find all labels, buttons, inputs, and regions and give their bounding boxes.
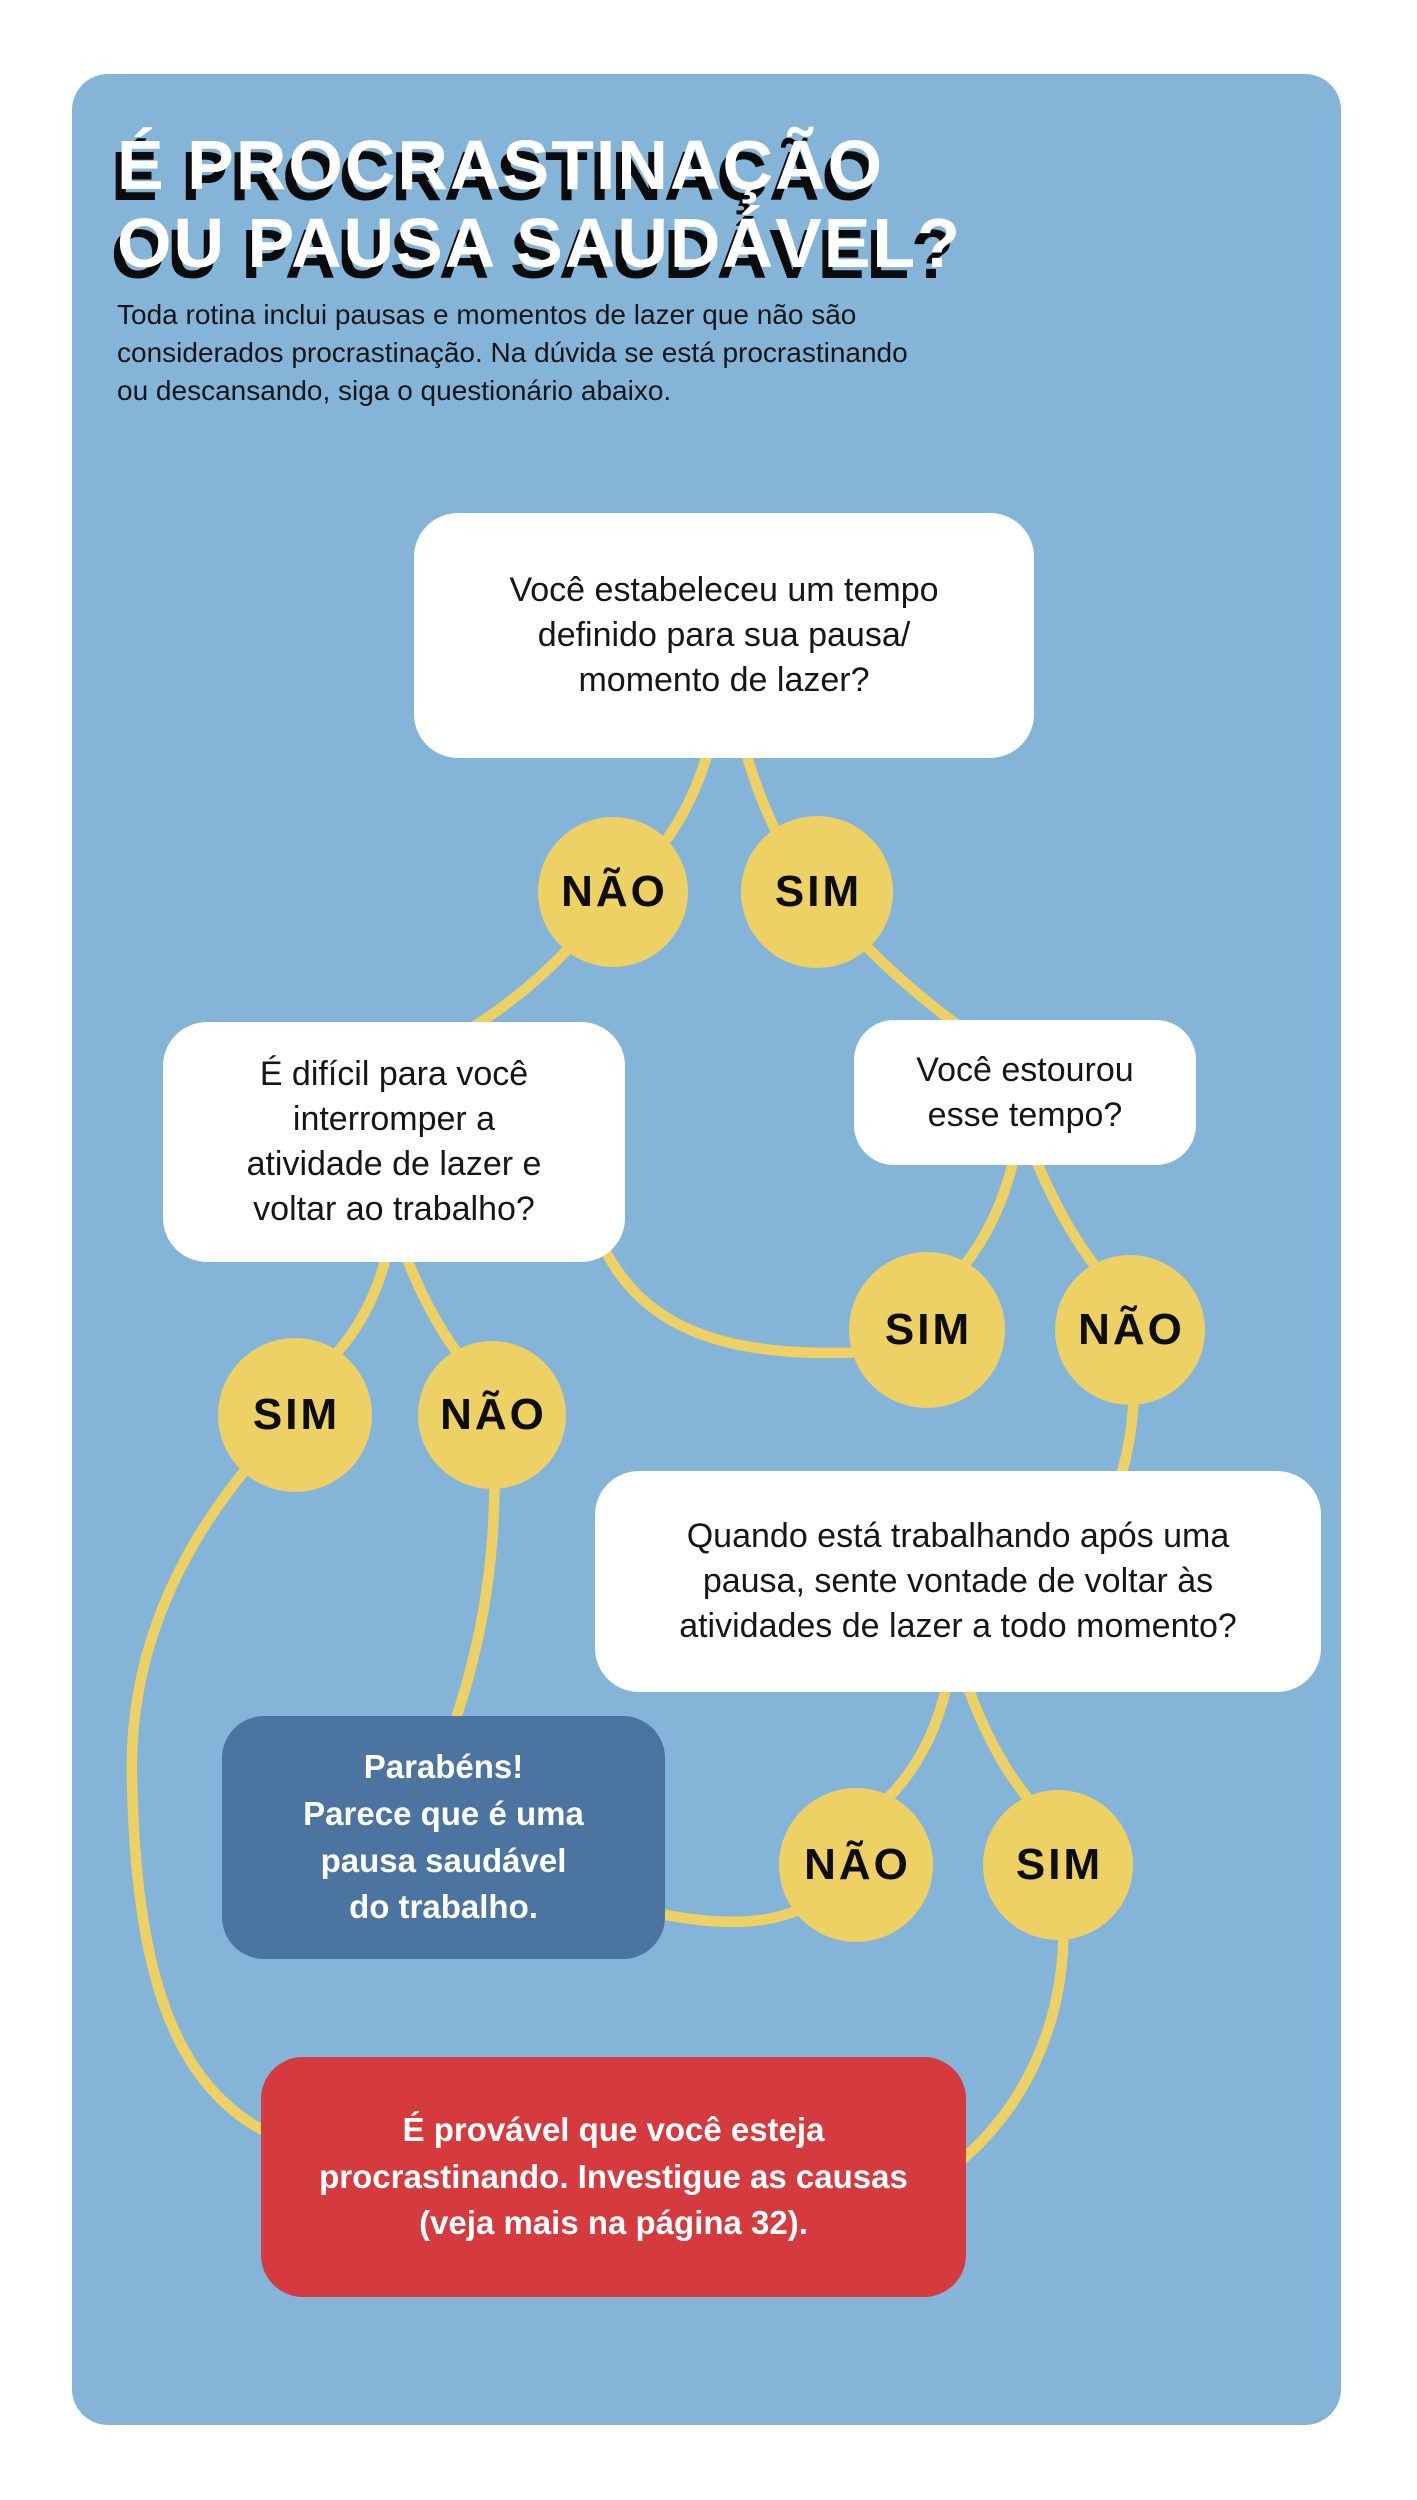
page-title: É PROCRASTINAÇÃO OU PAUSA SAUDÁVEL? [117, 126, 962, 283]
result-text: Parabéns! Parece que é uma pausa saudáve… [303, 1747, 584, 1926]
question-box-set-time: Você estabeleceu um tempo definido para … [414, 513, 1034, 758]
intro-text: Toda rotina inclui pausas e momentos de … [117, 299, 908, 407]
answer-circle-yes-4: SIM [983, 1790, 1133, 1940]
question-box-hard-to-stop: É difícil para você interromper a ativid… [163, 1022, 625, 1262]
question-box-urge-to-return: Quando está trabalhando após uma pausa, … [595, 1471, 1321, 1692]
question-text: Você estourou esse tempo? [916, 1050, 1134, 1134]
question-text: Você estabeleceu um tempo definido para … [509, 571, 939, 699]
answer-circle-no-1: NÃO [538, 817, 688, 967]
result-box-healthy-break: Parabéns! Parece que é uma pausa saudáve… [222, 1716, 665, 1959]
question-text: É difícil para você interromper a ativid… [246, 1055, 542, 1228]
answer-circle-no-2: NÃO [1055, 1255, 1205, 1405]
result-text: É provável que você esteja procrastinand… [319, 2110, 908, 2242]
answer-circle-no-3: NÃO [418, 1341, 566, 1489]
answer-circle-no-4: NÃO [779, 1788, 933, 1942]
answer-circle-yes-3: SIM [218, 1338, 372, 1492]
result-box-procrastinating: É provável que você esteja procrastinand… [261, 2057, 966, 2297]
answer-circle-yes-2: SIM [849, 1252, 1005, 1408]
answer-circle-yes-1: SIM [741, 816, 893, 968]
question-box-exceeded-time: Você estourou esse tempo? [854, 1020, 1196, 1165]
question-text: Quando está trabalhando após uma pausa, … [679, 1517, 1237, 1645]
